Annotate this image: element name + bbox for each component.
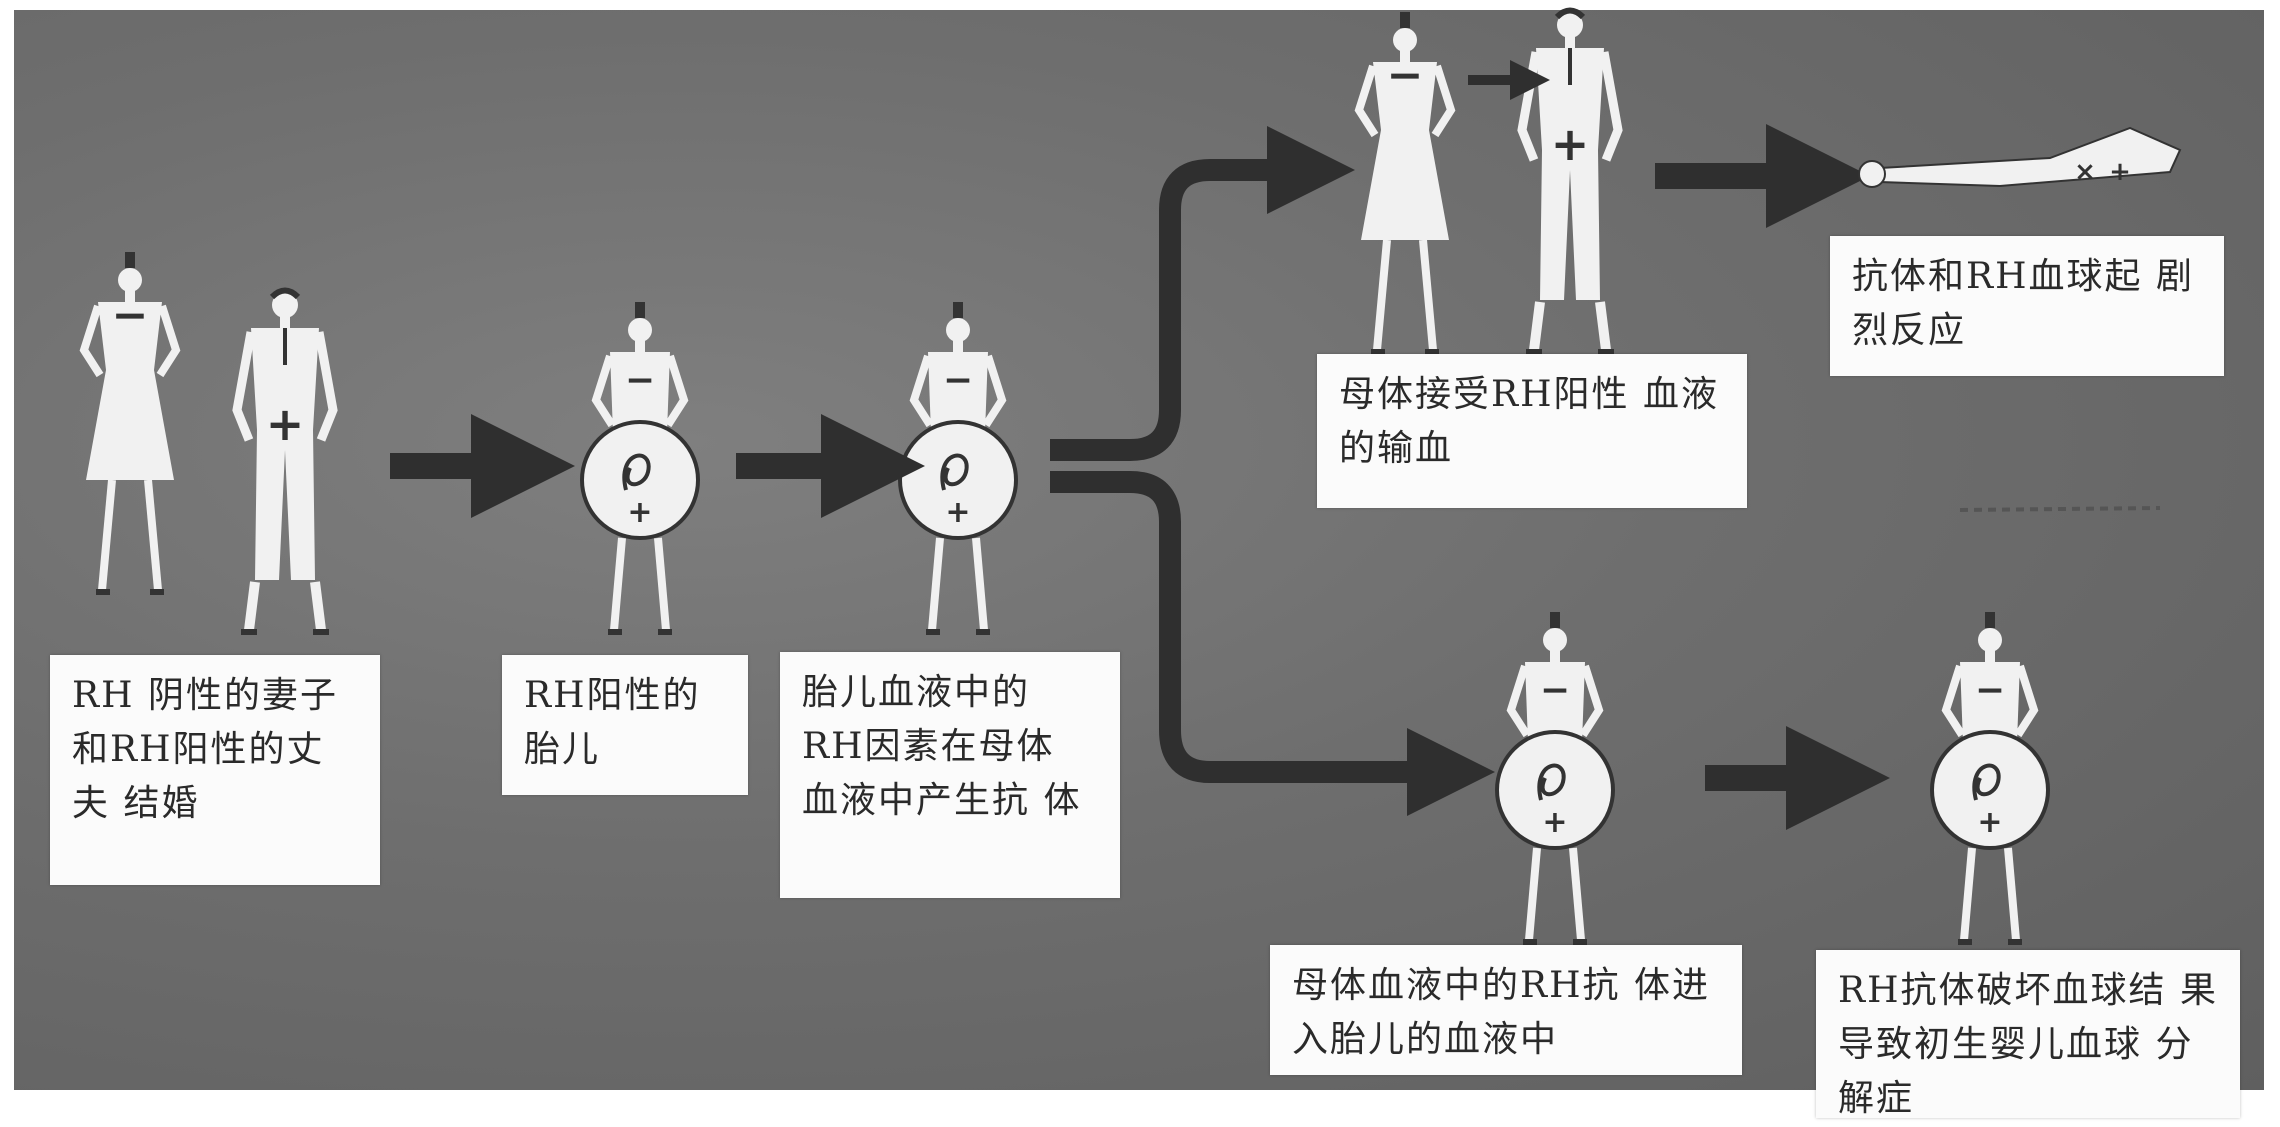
label-transfusion-reaction: 抗体和RH血球起 剧烈反应 [1830,236,2224,376]
rh-negative-sign-2: − [1387,50,1424,101]
mother-negative-sign-1: − [625,360,655,401]
label-hemolysis: RH抗体破坏血球结 果导致初生婴儿血球 分解症 [1816,950,2240,1119]
mother-negative-sign-4: − [1975,670,2005,711]
label-fetal-antigen: 胎儿血液中的 RH因素在母体 血液中产生抗 体 [780,652,1120,898]
mother-negative-sign-2: − [943,360,973,401]
pregnant-figure-3 [1497,612,1613,942]
label-parents: RH 阴性的妻子 和RH阳性的丈夫 结婚 [50,655,380,885]
pregnant-figure-1 [582,302,698,632]
fetus-positive-sign-2: + [945,495,970,530]
faint-line [1959,506,2161,512]
label-transfusion: 母体接受RH阳性 血液的输血 [1317,354,1747,508]
label-antibody-transfer: 母体血液中的RH抗 体进入胎儿的血液中 [1270,945,1742,1075]
reclining-figure-head [1858,160,1886,188]
pregnant-figure-4 [1932,612,2048,942]
mother-negative-sign-3: − [1540,670,1570,711]
pregnant-figure-2 [900,302,1016,632]
transfusion-mark: × [2074,157,2096,187]
man-figure-2 [1522,11,1618,353]
fetus-positive-sign-4: + [1977,805,2002,840]
rh-negative-sign-1: − [112,290,149,341]
rh-positive-sign-man-2: + [1551,117,1590,171]
man-figure-1 [237,291,333,633]
label-positive-fetus: RH阳性的 胎儿 [502,655,748,795]
branch-arrow-up [1050,126,1355,461]
rh-positive-sign-man-1: + [266,397,305,451]
fetus-positive-sign-1: + [627,495,652,530]
reclining-figure [1879,126,2182,188]
diagram-background [14,10,2264,1090]
fetus-positive-sign-3: + [1542,805,1567,840]
transfusion-positive-sign: + [2109,157,2131,187]
branch-arrow-down [1050,471,1495,816]
